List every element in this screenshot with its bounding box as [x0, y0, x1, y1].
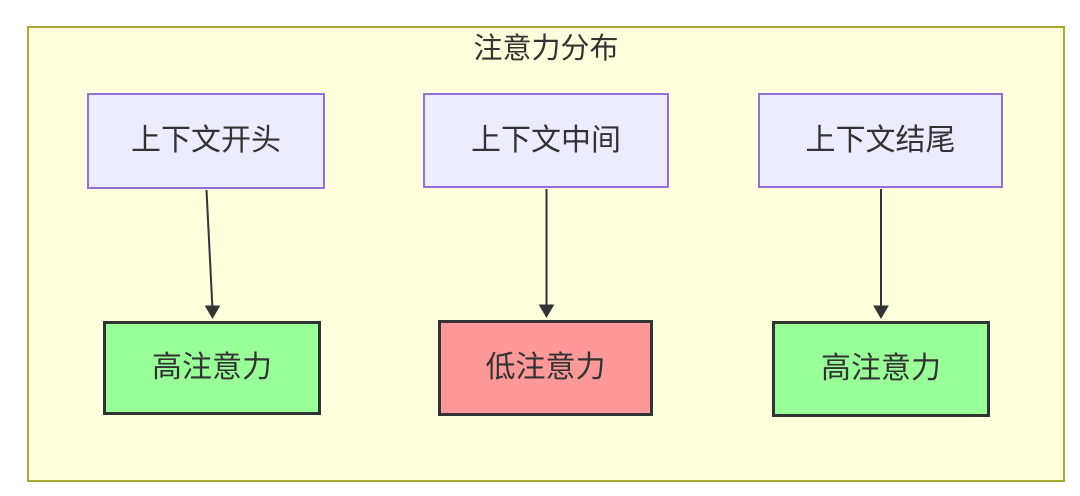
node-high-attention-2-label: 高注意力: [821, 352, 941, 385]
node-context-start: 上下文开头: [87, 93, 325, 189]
node-low-attention: 低注意力: [438, 320, 653, 416]
diagram-title: 注意力分布: [473, 33, 619, 65]
node-context-end: 上下文结尾: [758, 93, 1003, 188]
node-high-attention-1-label: 高注意力: [152, 351, 272, 384]
node-high-attention-1: 高注意力: [103, 321, 321, 415]
node-context-start-label: 上下文开头: [131, 124, 281, 157]
node-low-attention-label: 低注意力: [485, 351, 606, 384]
node-context-middle-label: 上下文中间: [471, 123, 621, 157]
node-context-middle: 上下文中间: [423, 93, 669, 188]
node-high-attention-2: 高注意力: [772, 321, 990, 417]
node-context-end-label: 上下文结尾: [805, 123, 956, 157]
